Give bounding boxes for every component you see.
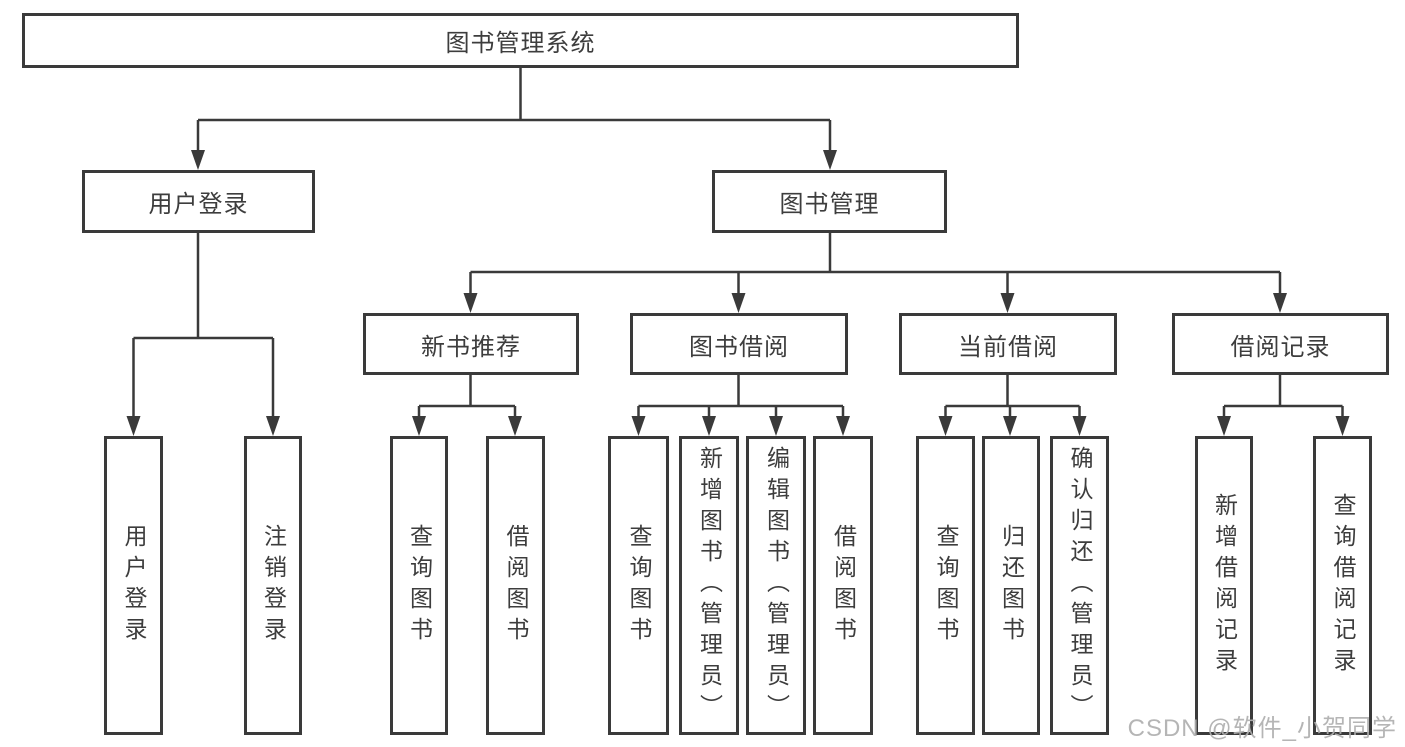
node-user-login-label: 用户登录 (148, 191, 249, 218)
leaf-borrowing-query-books: 查询图书 (608, 436, 669, 735)
node-book-borrowing: 图书借阅 (630, 313, 848, 375)
leaf-current-confirm-return-admin-label: 确认归还（管理员） (1067, 446, 1093, 725)
leaf-newbook-borrow-books: 借阅图书 (486, 436, 545, 735)
node-new-book-recommend: 新书推荐 (363, 313, 579, 375)
leaf-logout-label: 注销登录 (260, 523, 287, 648)
leaf-newbook-query-books-label: 查询图书 (406, 523, 433, 648)
node-borrowing-records: 借阅记录 (1172, 313, 1389, 375)
leaf-records-add-record: 新增借阅记录 (1195, 436, 1253, 735)
leaf-records-query-record-label: 查询借阅记录 (1330, 492, 1356, 679)
node-new-book-recommend-label: 新书推荐 (421, 333, 521, 361)
leaf-current-query-books-label: 查询图书 (933, 523, 959, 648)
leaf-newbook-query-books: 查询图书 (390, 436, 448, 735)
watermark: CSDN @软件_小贺同学 (1127, 715, 1397, 742)
leaf-borrowing-add-books-admin: 新增图书（管理员） (679, 436, 739, 735)
leaf-current-confirm-return-admin: 确认归还（管理员） (1050, 436, 1109, 735)
node-book-management-label: 图书管理 (779, 191, 880, 218)
leaf-records-query-record: 查询借阅记录 (1313, 436, 1372, 735)
leaf-current-return-books: 归还图书 (982, 436, 1040, 735)
leaf-borrowing-borrow-books-label: 借阅图书 (830, 523, 857, 648)
node-book-management: 图书管理 (712, 170, 947, 233)
leaf-newbook-borrow-books-label: 借阅图书 (503, 523, 529, 648)
leaf-borrowing-edit-books-admin-label: 编辑图书（管理员） (763, 446, 790, 725)
node-root-label: 图书管理系统 (445, 30, 596, 57)
leaf-logout: 注销登录 (244, 436, 302, 735)
leaf-current-return-books-label: 归还图书 (998, 523, 1025, 648)
node-root: 图书管理系统 (22, 13, 1019, 68)
node-user-login: 用户登录 (82, 170, 315, 233)
node-current-borrowing: 当前借阅 (899, 313, 1117, 375)
node-book-borrowing-label: 图书借阅 (689, 333, 789, 361)
leaf-borrowing-query-books-label: 查询图书 (626, 523, 652, 648)
leaf-borrowing-borrow-books: 借阅图书 (813, 436, 873, 735)
node-current-borrowing-label: 当前借阅 (958, 333, 1058, 361)
leaf-borrowing-add-books-admin-label: 新增图书（管理员） (696, 446, 723, 725)
node-borrowing-records-label: 借阅记录 (1230, 333, 1331, 361)
leaf-records-add-record-label: 新增借阅记录 (1211, 492, 1238, 679)
leaf-current-query-books: 查询图书 (916, 436, 975, 735)
leaf-user-login-label: 用户登录 (121, 523, 147, 648)
leaf-borrowing-edit-books-admin: 编辑图书（管理员） (746, 436, 806, 735)
leaf-user-login: 用户登录 (104, 436, 163, 735)
